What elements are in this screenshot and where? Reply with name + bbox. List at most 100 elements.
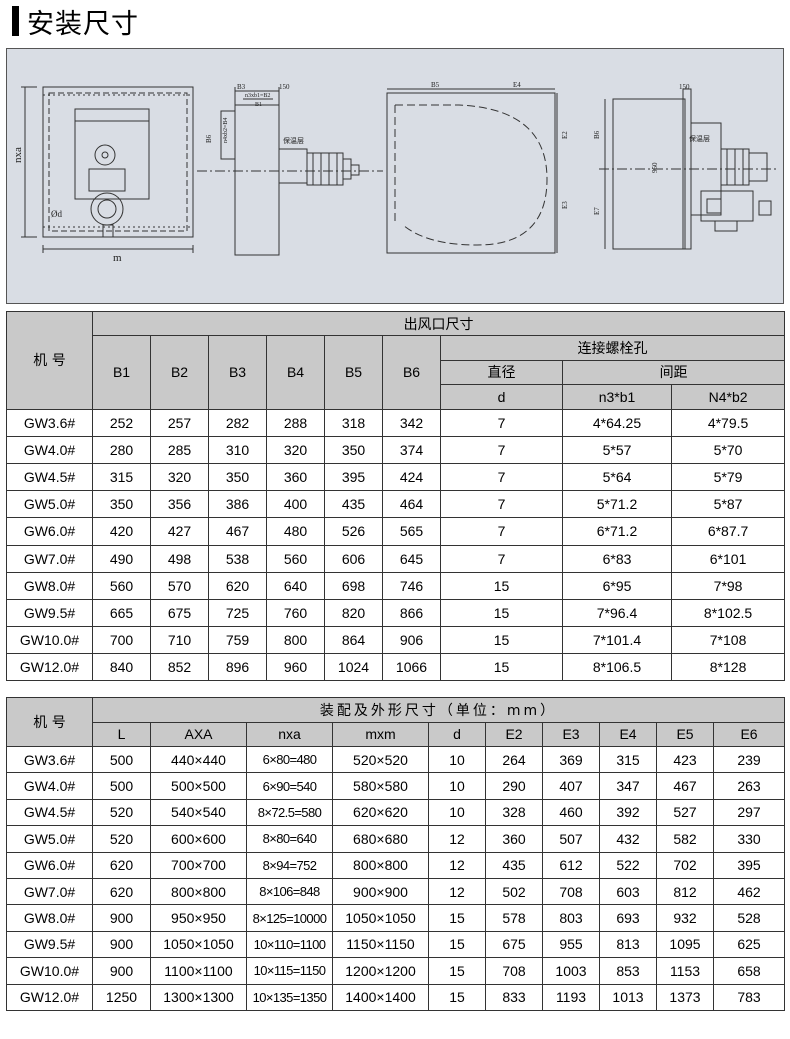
label-b2: n3xb1=B2 (245, 93, 270, 99)
model-cell: GW9.5# (6, 598, 93, 628)
table-cell: 658 (713, 957, 785, 985)
table-cell: 15 (440, 598, 563, 628)
model-cell: GW8.0# (6, 904, 93, 932)
table-cell: 374 (382, 435, 441, 464)
table-cell: 725 (208, 598, 267, 628)
table-cell: 1250 (92, 983, 151, 1011)
table-cell: 960 (266, 653, 325, 682)
table-cell: 360 (485, 825, 543, 853)
label-b6-right: B6 (593, 130, 601, 139)
label-m: m (113, 252, 122, 264)
table-cell: 464 (382, 490, 441, 519)
label-e2: E2 (561, 131, 569, 139)
table-cell: 800 (266, 626, 325, 655)
model-cell: GW5.0# (6, 490, 93, 519)
t1-col-n3b1: n3*b1 (562, 384, 672, 410)
table-cell: 645 (382, 544, 441, 573)
table-cell: 252 (92, 408, 151, 437)
table-cell: 698 (324, 571, 383, 600)
table-cell: 5*64 (562, 462, 672, 492)
t2-group-header: 装配及外形尺寸（单位：mm） (92, 697, 785, 723)
table-cell: 840 (92, 653, 151, 682)
label-150: 150 (279, 83, 290, 91)
table-cell: 540×540 (150, 798, 247, 827)
label-b3: B3 (237, 83, 246, 91)
table-cell: 693 (599, 904, 657, 932)
table-cell: 288 (266, 408, 325, 437)
table-cell: 8×125=10000 (246, 904, 333, 932)
table-cell: 10 (428, 745, 486, 774)
table-cell: 620 (92, 851, 151, 879)
table-cell: 900 (92, 957, 151, 985)
table-cell: 10 (428, 772, 486, 800)
t1-spacing-header: 间距 (561, 359, 786, 386)
t2-col-header: AXA (150, 721, 247, 747)
label-e4: E4 (513, 81, 521, 89)
table-cell: 427 (150, 517, 209, 546)
t1-bolt-header: 连接螺栓孔 (439, 335, 786, 361)
table-cell: 520×520 (332, 745, 429, 774)
table-cell: 507 (542, 825, 600, 853)
model-cell: GW3.6# (6, 408, 93, 437)
model-cell: GW10.0# (6, 626, 93, 655)
t1-col-b5: B5 (324, 335, 383, 410)
table-cell: 15 (440, 653, 563, 682)
table-cell: 6*95 (562, 571, 672, 600)
table-cell: 6×90=540 (246, 772, 333, 800)
table-cell: 783 (713, 983, 785, 1011)
table-cell: 852 (150, 653, 209, 682)
t2-col-header: nxa (246, 721, 333, 747)
table-cell: 500×500 (150, 772, 247, 800)
table-cell: 612 (542, 851, 600, 879)
table-cell: 8×106=848 (246, 877, 333, 906)
t1-diameter-header: 直径 (440, 359, 563, 386)
table-cell: 297 (713, 798, 785, 827)
model-cell: GW4.5# (6, 798, 93, 827)
table-cell: 490 (92, 544, 151, 573)
table-cell: 7 (440, 490, 563, 519)
t2-col-header: d (428, 721, 486, 747)
label-insulation: 保温层 (283, 136, 304, 145)
table-cell: 347 (599, 772, 657, 800)
table-cell: 400 (266, 490, 325, 519)
table-cell: 263 (713, 772, 785, 800)
table-cell: 285 (150, 435, 209, 464)
volute-view: B5 E4 E2 E3 (386, 81, 569, 254)
table-cell: 8×72.5=580 (246, 798, 333, 827)
table-cell: 853 (599, 957, 657, 985)
table-cell: 500 (92, 745, 151, 774)
model-cell: GW4.0# (6, 435, 93, 464)
table-cell: 900 (92, 930, 151, 959)
table-cell: 866 (382, 598, 441, 628)
table-cell: 1003 (542, 957, 600, 985)
table-cell: 6*87.7 (670, 517, 786, 546)
model-cell: GW7.0# (6, 544, 93, 573)
section-title: 安装尺寸 (12, 4, 139, 40)
table-cell: 15 (428, 930, 486, 959)
table-cell: 8*106.5 (562, 653, 672, 682)
model-cell: GW3.6# (6, 745, 93, 774)
table-cell: 6×80=480 (246, 745, 333, 774)
model-cell: GW8.0# (6, 571, 93, 600)
table-cell: 820 (324, 598, 383, 628)
table-cell: 710 (150, 626, 209, 655)
table-cell: 386 (208, 490, 267, 519)
table-cell: 760 (266, 598, 325, 628)
label-150-right: 150 (679, 83, 690, 91)
table-cell: 369 (542, 745, 600, 774)
label-950: 950 (651, 162, 659, 173)
label-b1: B1 (255, 102, 262, 108)
table-cell: 800×800 (150, 877, 247, 906)
t2-col-header: E6 (713, 721, 785, 747)
